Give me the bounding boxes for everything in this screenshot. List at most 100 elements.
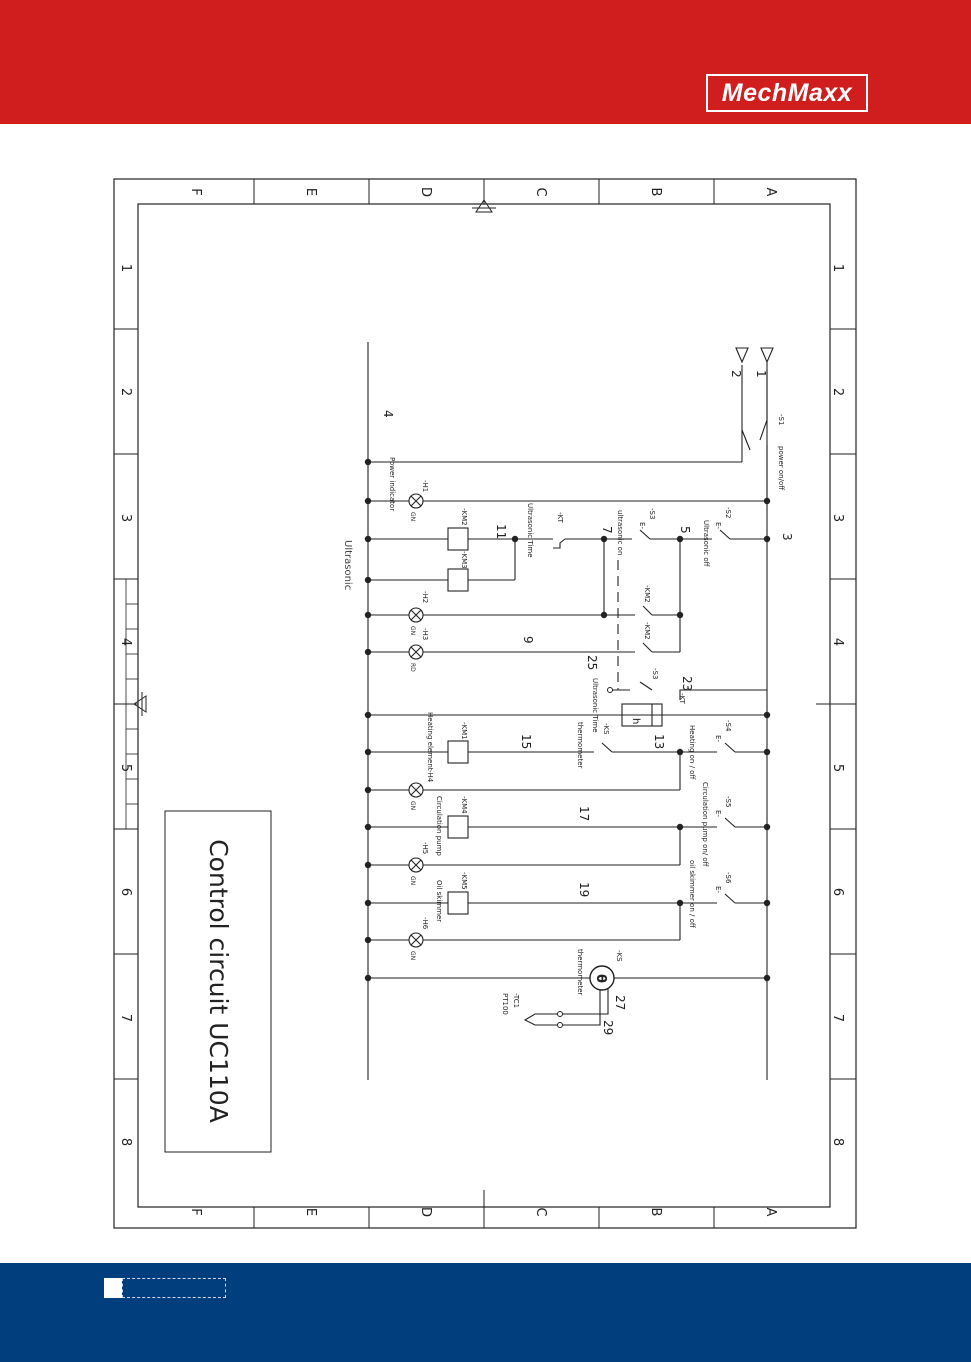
node-number: 17 — [577, 806, 591, 821]
column-label: 2 — [830, 388, 845, 396]
row-label: C — [533, 187, 548, 196]
row-label: A — [763, 1208, 778, 1217]
tag-km2: -KM2 — [460, 508, 468, 526]
column-label: 6 — [830, 888, 845, 896]
coil-km3 — [447, 568, 469, 592]
column-label: 5 — [830, 764, 845, 772]
tag-h2: -H2 — [421, 591, 429, 603]
coil-km2 — [447, 527, 469, 551]
color-h1: GN — [409, 512, 416, 521]
column-label: 4 — [830, 638, 845, 646]
lamp-h3 — [408, 644, 424, 660]
tag-h4: -H4 — [426, 770, 434, 783]
node-number: 19 — [577, 882, 591, 897]
column-label: 1 — [118, 264, 133, 272]
label-kt: Ultrasonic Time — [526, 503, 534, 558]
label-ks2: thermometer — [576, 949, 584, 996]
tag-km2-contact: -KM2 — [643, 622, 651, 640]
mark-s2: E- — [714, 522, 722, 529]
tag-s2: -S2 — [724, 507, 732, 518]
tag-km4: -KM4 — [460, 796, 468, 814]
node-number: 7 — [600, 526, 614, 534]
tag-km2-contact: -KM2 — [643, 585, 651, 603]
lamp-h6 — [408, 932, 424, 948]
mark-s6: E- — [714, 886, 722, 893]
color-h6: GN — [409, 951, 416, 960]
label-ks: thermometer — [576, 722, 584, 769]
column-label: 7 — [830, 1014, 845, 1022]
row-label: D — [418, 187, 433, 197]
row-label: E — [303, 188, 318, 196]
timer-coil-kt — [621, 703, 663, 727]
node-number: 13 — [652, 734, 666, 749]
mark-s4: E- — [714, 735, 722, 742]
tag-s5: -S5 — [724, 796, 732, 807]
node-number: 15 — [519, 734, 533, 749]
column-label: 4 — [118, 638, 133, 646]
tag-km5: -KM5 — [460, 872, 468, 890]
label-h1: Power indicator — [388, 457, 396, 511]
row-label: F — [188, 1208, 203, 1215]
label-km5: Oil skimmer — [435, 880, 443, 922]
row-label: A — [763, 188, 778, 197]
label-s5: Circulation pump on/ off — [701, 782, 709, 867]
label-s4: Heating on / off — [688, 725, 696, 779]
brand-logo: MechMaxx — [706, 74, 868, 112]
color-h3: RD — [409, 663, 416, 672]
schematic-sheet: F E D C B A F E D C B A 1 2 3 4 5 6 7 8 … — [113, 178, 857, 1229]
node-number: 2 — [729, 370, 743, 378]
tag-h5: -H5 — [421, 842, 429, 854]
footer-bar — [0, 1263, 971, 1362]
center-mark-left — [133, 695, 147, 713]
page-number-slot — [122, 1278, 226, 1298]
tag-kt: -KT — [556, 512, 564, 524]
column-label: 3 — [830, 514, 845, 522]
label-tc1: PT100 — [501, 993, 509, 1015]
column-label: 2 — [118, 388, 133, 396]
column-label: 5 — [118, 764, 133, 772]
tag-km1: -KM1 — [460, 722, 468, 740]
color-h4: GN — [409, 801, 416, 810]
tag-h1: -H1 — [421, 480, 429, 492]
tag-s3b: -S3 — [651, 668, 659, 679]
label-km1: Heating element — [426, 712, 434, 771]
lamp-h2 — [408, 607, 424, 623]
coil-km1 — [447, 740, 469, 764]
revision-grid — [125, 578, 139, 830]
tag-tc1: -TC1 — [512, 993, 520, 1008]
center-mark-top — [475, 199, 493, 213]
coil-km4 — [447, 815, 469, 839]
row-label: D — [418, 1207, 433, 1217]
node-number: 29 — [601, 1020, 615, 1035]
title-block — [164, 810, 272, 1153]
column-label: 3 — [118, 514, 133, 522]
column-label: 7 — [118, 1014, 133, 1022]
tag-h3: -H3 — [421, 628, 429, 640]
mark-s5: E- — [714, 810, 722, 817]
ultrasonic-note: Ultrasonic — [342, 540, 353, 590]
tag-ks2: -KS — [615, 950, 623, 962]
node-number: 1 — [754, 370, 768, 378]
column-label: 6 — [118, 888, 133, 896]
label-s1: power on/off — [777, 446, 785, 490]
tag-h6: -H6 — [421, 917, 429, 930]
column-label: 1 — [830, 264, 845, 272]
lamp-h4 — [408, 782, 424, 798]
tag-s6: -S6 — [724, 872, 732, 884]
color-h5: GN — [409, 876, 416, 885]
label-s6: oil skimmer on / off — [688, 860, 696, 928]
tag-km3: -KM3 — [460, 551, 468, 569]
header-bar — [0, 0, 971, 124]
node-number: 4 — [381, 410, 395, 418]
timer-coil-mark: h — [630, 718, 641, 724]
label-km4: Circulation pump — [435, 796, 443, 856]
thermometer-ks — [589, 965, 615, 991]
column-label: 8 — [118, 1138, 133, 1146]
column-label: 8 — [830, 1138, 845, 1146]
thermometer-symbol: θ — [593, 974, 608, 983]
title-block-text: Control circuit UC110A — [204, 839, 233, 1123]
tag-s4: -S4 — [724, 720, 732, 732]
row-label: B — [648, 1208, 663, 1217]
row-label: B — [648, 188, 663, 197]
tag-ks: -KS — [602, 723, 610, 735]
